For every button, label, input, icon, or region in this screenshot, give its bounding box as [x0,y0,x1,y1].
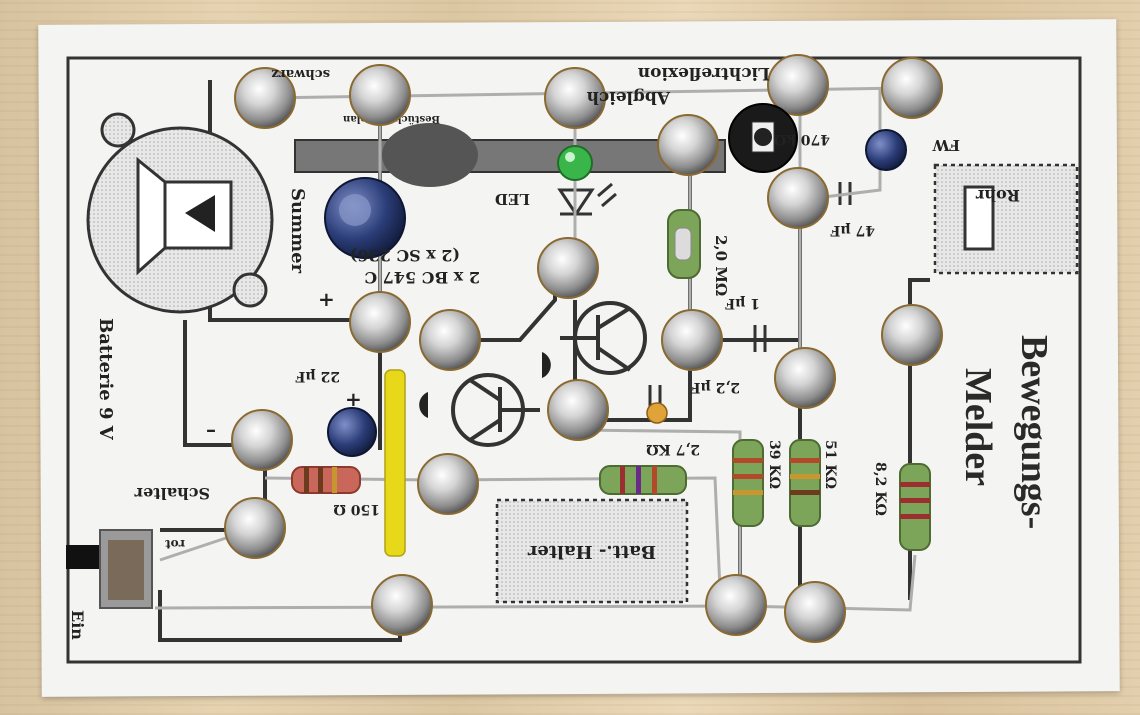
transistor-flat-1 [542,352,551,378]
title-line-1: Bewegungs- [1013,335,1055,529]
rot-label: rot [165,537,185,551]
yellow-jumper-wire [384,369,406,557]
ceramic-capacitor [646,402,668,424]
transistor-flat-2 [419,392,428,418]
c-47u-label: 47 µF [830,222,875,238]
c-1u-label: 1 µF [725,295,760,311]
transistor-symbol-1 [560,301,647,375]
battery-label: Batterie 9 V [95,318,116,441]
transistor-alt-label: (2 x SC 236) [350,246,460,265]
schwarz-label: schwarz [271,66,330,81]
rohr-label: Rohr [975,186,1020,205]
solder-pads [224,54,943,643]
r-39k-label: 39 KΩ [766,440,782,489]
resistor-8k2 [899,463,931,551]
slide-switch [66,529,153,609]
transistor-symbol-2 [451,373,540,447]
logo-emblem-icon [382,123,478,187]
fw-label: FW [931,136,960,154]
print-frame [66,56,1082,664]
transistor-label: 2 x BC 547 C [364,268,480,287]
svg-text:+: + [318,287,335,311]
speaker-icon [86,112,274,314]
battery-holder-outline [495,498,689,604]
resistor-39k [732,439,764,527]
r-150-label: 150 Ω [333,501,380,517]
green-led [557,145,593,181]
trimmer-potentiometer [728,103,798,173]
abgleich-label: Abgleich [587,87,671,107]
photo-tube-outline [933,163,1079,275]
c-2u2-label: 2,2 µF [691,379,740,395]
led-label: LED [495,190,530,208]
summer-label: Summer [287,188,308,274]
svg-text:+: + [345,387,362,411]
polarity-marks: + + – [206,287,362,441]
c-22u-label: 22 µF [295,368,340,384]
capacitor-small-47uf [865,129,907,171]
r-2m-label: 2,0 MΩ [712,235,730,296]
capacitor-small-22uf [327,407,377,457]
ein-label: Ein [68,610,87,640]
resistor-2m [667,209,701,279]
led-symbol [557,182,617,217]
r-8k2-label: 8,2 KΩ [872,462,888,516]
title-line-2: Melder [957,368,999,486]
r-2k7-label: 2,7 KΩ [646,441,700,457]
capacitor-large [324,177,406,259]
resistor-51k [789,439,821,527]
r-51k-label: 51 KΩ [822,440,838,489]
r-470k-label: 470 kΩ [774,131,830,147]
svg-text:–: – [206,417,216,441]
resistor-150 [291,466,361,494]
battery-holder-label: Batt.- Halter [527,541,656,562]
resistor-2k7 [599,465,687,495]
logo-banner [294,139,726,173]
schalter-label: Schalter [134,484,210,503]
lichtreflexion-label: Lichtreflexion [638,63,770,83]
